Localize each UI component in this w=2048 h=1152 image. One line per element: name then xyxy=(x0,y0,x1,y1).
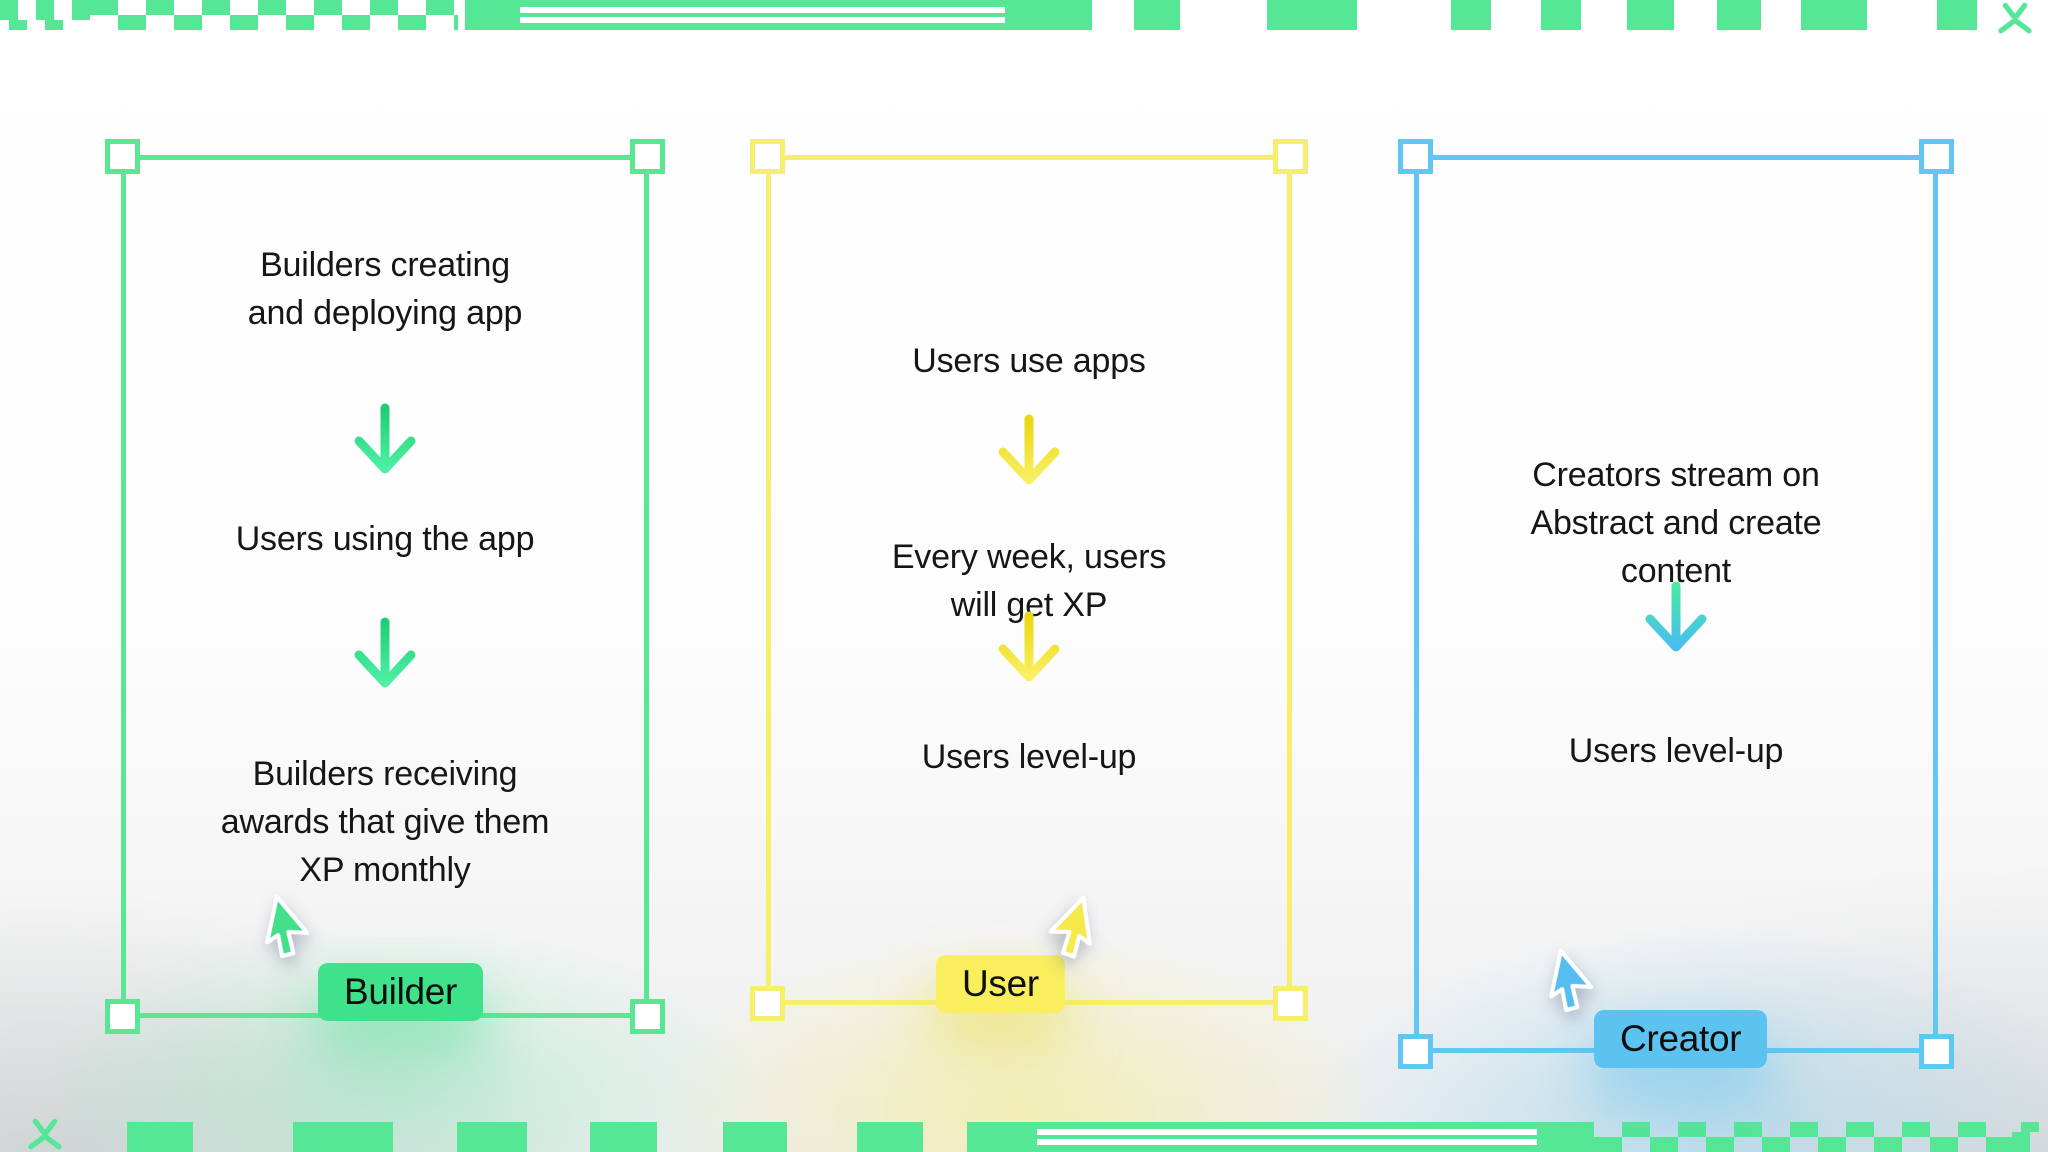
bar-stripe xyxy=(1037,1139,1537,1145)
bars-row xyxy=(0,0,90,20)
down-arrow-icon xyxy=(354,403,416,474)
resize-handle[interactable] xyxy=(1398,139,1433,174)
creator-step-2: Users level-up xyxy=(1568,732,1784,770)
decor-square xyxy=(1717,0,1761,30)
bottom-border-pattern xyxy=(0,1118,2048,1152)
top-border-pattern xyxy=(0,0,2048,34)
bottom-checkerboard xyxy=(1594,1122,2012,1152)
bars-row xyxy=(2012,1122,2048,1132)
abstract-logo-icon xyxy=(1998,2,2032,34)
creator-step-1: Creators stream on Abstract and create c… xyxy=(1530,456,1822,590)
decor-square xyxy=(457,1122,527,1152)
decor-square xyxy=(293,1122,393,1152)
decor-square xyxy=(1267,0,1357,30)
down-arrow-icon xyxy=(354,617,416,688)
bar-stripe xyxy=(520,7,1005,13)
down-arrow-icon xyxy=(998,414,1060,485)
creator-layer-badge[interactable]: Creator xyxy=(1594,1010,1768,1068)
decor-square xyxy=(1134,0,1180,30)
top-checkerboard xyxy=(90,0,458,30)
top-left-bars xyxy=(0,0,90,30)
resize-handle[interactable] xyxy=(1273,139,1308,174)
abstract-logo-icon xyxy=(28,1118,62,1150)
top-green-bar xyxy=(465,0,1092,30)
bar-stripe xyxy=(1037,1129,1537,1135)
bars-row xyxy=(0,20,90,30)
bars-row xyxy=(2012,1132,2048,1152)
resize-handle[interactable] xyxy=(750,986,785,1021)
user-step-1: Users use apps xyxy=(912,342,1146,380)
builder-layer-badge[interactable]: Builder xyxy=(318,963,484,1021)
resize-handle[interactable] xyxy=(630,999,665,1034)
decor-square xyxy=(1937,0,1977,30)
decor-square xyxy=(1451,0,1491,30)
decor-square xyxy=(857,1122,923,1152)
resize-handle[interactable] xyxy=(1273,986,1308,1021)
frame-creator[interactable]: Creators stream on Abstract and create c… xyxy=(1398,139,1954,1069)
builder-step-1: Builders creating and deploying app xyxy=(247,246,523,332)
user-layer-badge[interactable]: User xyxy=(936,955,1065,1013)
down-arrow-icon xyxy=(1645,581,1707,652)
frame-user[interactable]: Users use apps Every week, users will ge… xyxy=(750,139,1308,1021)
bottom-green-bar xyxy=(967,1122,1594,1152)
frame-builder[interactable]: Builders creating and deploying app User… xyxy=(105,139,665,1034)
user-cursor-icon xyxy=(1048,895,1092,959)
decor-square xyxy=(1627,0,1674,30)
resize-handle[interactable] xyxy=(1919,139,1954,174)
decor-square xyxy=(127,1122,193,1152)
creator-cursor-icon xyxy=(1549,948,1594,1013)
decor-square xyxy=(590,1122,657,1152)
resize-handle[interactable] xyxy=(630,139,665,174)
bar-stripe xyxy=(520,17,1005,23)
resize-handle[interactable] xyxy=(105,139,140,174)
down-arrow-icon xyxy=(998,611,1060,682)
decor-square xyxy=(1801,0,1867,30)
resize-handle[interactable] xyxy=(750,139,785,174)
decor-square xyxy=(1541,0,1581,30)
builder-cursor-icon xyxy=(265,894,310,959)
builder-step-2: Users using the app xyxy=(235,520,535,558)
user-step-3: Users level-up xyxy=(921,738,1137,776)
resize-handle[interactable] xyxy=(105,999,140,1034)
bottom-right-bars xyxy=(2012,1122,2048,1152)
builder-step-3: Builders receiving awards that give them… xyxy=(220,755,550,889)
resize-handle[interactable] xyxy=(1919,1034,1954,1069)
resize-handle[interactable] xyxy=(1398,1034,1433,1069)
decor-square xyxy=(723,1122,787,1152)
